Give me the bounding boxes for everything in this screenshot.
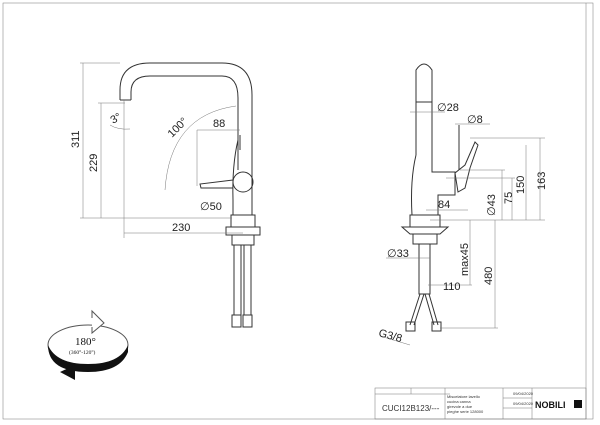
dia-50: ∅50 — [200, 201, 222, 213]
dia-28: ∅28 — [437, 102, 459, 114]
rotation-icon — [47, 309, 129, 380]
description-line-3: girevole a due — [447, 404, 473, 409]
logo-mark — [574, 400, 582, 408]
side-view-dimensions — [379, 111, 545, 346]
front-view-faucet — [119, 62, 261, 328]
nobili-logo: NOBILI — [535, 400, 566, 410]
handle-circle — [232, 171, 254, 193]
dim-110: 110 — [443, 281, 461, 293]
drawing-frame — [2, 2, 594, 420]
dia-8: ∅8 — [467, 114, 483, 126]
angle-100: 100° — [166, 116, 191, 141]
dim-150: 150 — [515, 176, 527, 194]
date-1: 09/04/2020 — [513, 391, 534, 396]
title-block — [374, 387, 587, 420]
date-2: 09/04/2020 — [513, 401, 534, 406]
description-line-4: pieghe serie 128000 — [447, 409, 484, 414]
angle-3: 3° — [109, 111, 124, 127]
front-view-dimensions — [80, 62, 243, 238]
dim-311: 311 — [70, 130, 82, 148]
description-line-2: cucina canna — [447, 399, 471, 404]
description-line-1: Miscelatore lavello — [447, 394, 481, 399]
side-view-faucet — [400, 63, 479, 332]
dim-88: 88 — [213, 118, 225, 130]
dim-163: 163 — [536, 172, 548, 190]
dim-84: 84 — [438, 199, 450, 211]
dia-43: ∅43 — [486, 194, 498, 216]
dim-480: 480 — [483, 267, 495, 285]
thread-g38: G3/8 — [377, 327, 403, 345]
drawing-code: CUCI12B123/--- — [382, 404, 440, 413]
dim-230: 230 — [172, 222, 190, 234]
dim-229: 229 — [88, 154, 100, 172]
rotation-range: (360°-120°) — [69, 349, 96, 356]
max45: max45 — [459, 243, 471, 276]
dim-75: 75 — [503, 192, 515, 204]
rotation-angle: 180° — [75, 336, 96, 348]
dia-33: ∅33 — [387, 248, 409, 260]
